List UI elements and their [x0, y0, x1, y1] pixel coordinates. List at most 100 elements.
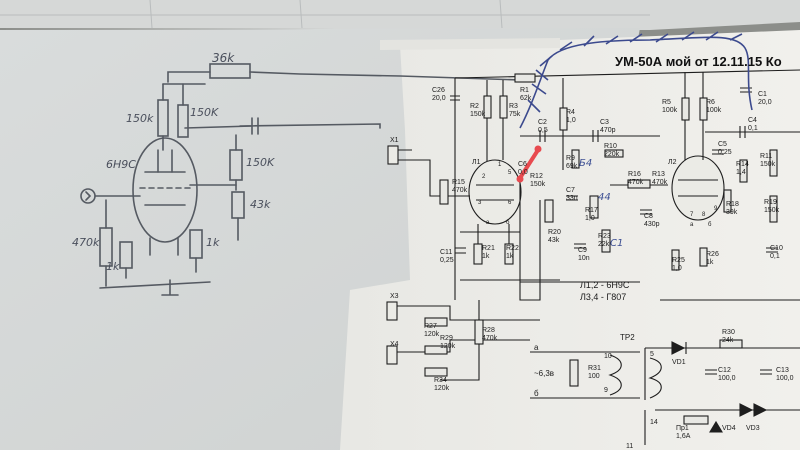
label-c2: C2: [538, 119, 547, 126]
label-r25-val: 1,0: [672, 265, 682, 272]
label-5: 5: [650, 351, 654, 358]
label-c7-val: 33n: [566, 195, 578, 202]
label-tubes-note-1: Л1,2 - 6Н9С: [580, 280, 630, 290]
label-tr2: TP2: [620, 333, 635, 342]
hand-label-1k-right: 1k: [206, 236, 220, 249]
label-c1: C1: [758, 91, 767, 98]
label-r4-val: 1,0: [566, 117, 576, 124]
label-x4: X4: [390, 341, 399, 348]
label-c13: C13: [776, 367, 789, 374]
label-r15-val: 470k: [452, 187, 468, 194]
label-r22-val: 1k: [506, 253, 514, 260]
printed-schematic-lines: [386, 69, 800, 445]
pin-l2-b: б: [708, 222, 712, 228]
label-r10-val: 220k: [604, 151, 620, 158]
label-pr1-val: 1,6A: [676, 433, 691, 440]
label-c12: C12: [718, 367, 731, 374]
label-r18: R18: [726, 201, 739, 208]
label-r6: R6: [706, 99, 715, 106]
label-x3: X3: [390, 293, 399, 300]
label-11: 11: [626, 443, 633, 450]
label-r20: R20: [548, 229, 561, 236]
pin-l1-3: 3: [478, 200, 482, 206]
label-r17: R17: [585, 207, 598, 214]
label-c10-val: 0,1: [770, 253, 780, 260]
pin-l2-a: а: [690, 222, 694, 228]
label-r10: R10: [604, 143, 617, 150]
label-c6: C6: [518, 161, 527, 168]
label-r27-val: 120k: [424, 331, 440, 338]
label-r13-val: 470k: [652, 179, 668, 186]
pin-l1-b: б: [506, 220, 510, 226]
pin-l2-9: 9: [714, 206, 718, 212]
label-vd4: VD4: [722, 425, 736, 432]
label-r16-val: 470k: [628, 179, 644, 186]
blue-annotations: Б4 С1 44: [579, 158, 623, 249]
label-r31-val: 100: [588, 373, 600, 380]
hand-label-1k-left: 1k: [106, 260, 120, 273]
right-paper: [340, 30, 800, 450]
label-r13: R13: [652, 171, 665, 178]
red-marker-line: [516, 145, 542, 183]
label-r29: R29: [440, 335, 453, 342]
label-c3: C3: [600, 119, 609, 126]
hand-label-150k-mid: 150K: [190, 106, 219, 119]
pin-l1-6: 6: [508, 200, 512, 206]
label-r27: R27: [424, 323, 437, 330]
label-6-3v: ~6,3в: [534, 369, 554, 378]
label-r34-val: 120k: [434, 385, 450, 392]
label-r22: R22: [506, 245, 519, 252]
blue-ink-wire: [519, 31, 753, 129]
label-r19-val: 150k: [764, 207, 780, 214]
label-10: 10: [604, 353, 612, 360]
label-r4: R4: [566, 109, 575, 116]
label-r5-val: 100k: [662, 107, 678, 114]
label-c4-val: 0,1: [748, 125, 758, 132]
label-c5: C5: [718, 141, 727, 148]
label-r1-val: 62k: [520, 95, 532, 102]
label-c12-val: 100,0: [718, 375, 736, 382]
label-r28: R28: [482, 327, 495, 334]
label-9: 9: [604, 387, 608, 394]
blue-note-44: 44: [598, 192, 611, 203]
blue-note-b4: Б4: [579, 158, 592, 169]
label-r2: R2: [470, 103, 479, 110]
label-14: 14: [650, 419, 658, 426]
label-r11: R11: [760, 153, 772, 160]
label-r14: R14: [736, 161, 749, 168]
top-paper: [0, 0, 800, 30]
label-pr1: Пр1: [676, 425, 689, 432]
label-r15: R15: [452, 179, 465, 186]
hand-label-36k: 36k: [212, 51, 235, 65]
label-l1: Л1: [472, 159, 481, 166]
label-r16: R16: [628, 171, 641, 178]
label-c6-val: 0,0: [518, 169, 528, 176]
label-r25: R25: [672, 257, 685, 264]
label-r30-val: 24k: [722, 337, 734, 344]
pin-l1-a: а: [486, 220, 490, 226]
label-r20-val: 43k: [548, 237, 560, 244]
label-r21-val: 1k: [482, 253, 490, 260]
label-r31: R31: [588, 365, 601, 372]
label-c5-val: 0,25: [718, 149, 732, 156]
label-r26: R26: [706, 251, 719, 258]
label-c2-val: 0,5: [538, 127, 548, 134]
pin-l1-1: 1: [498, 162, 502, 168]
label-vd3: VD3: [746, 425, 760, 432]
label-a: а: [534, 343, 539, 352]
label-c4: C4: [748, 117, 757, 124]
label-c11: C11: [440, 249, 452, 256]
blue-note-c1: С1: [610, 238, 623, 249]
pin-l2-8: 8: [702, 212, 706, 218]
label-c13-val: 100,0: [776, 375, 794, 382]
label-r23-val: 22k: [598, 241, 610, 248]
printed-labels: УМ-50А мой от 12.11.15 Ко C26 20,0 R1 62…: [390, 54, 794, 450]
hand-label-470k: 470k: [72, 236, 100, 249]
label-c9-val: 10n: [578, 255, 590, 262]
label-c7: C7: [566, 187, 575, 194]
label-r1: R1: [520, 87, 529, 94]
label-r9-val: 69k: [566, 163, 578, 170]
schematic-title: УМ-50А мой от 12.11.15 Ко: [615, 54, 782, 69]
label-r12: R12: [530, 173, 543, 180]
